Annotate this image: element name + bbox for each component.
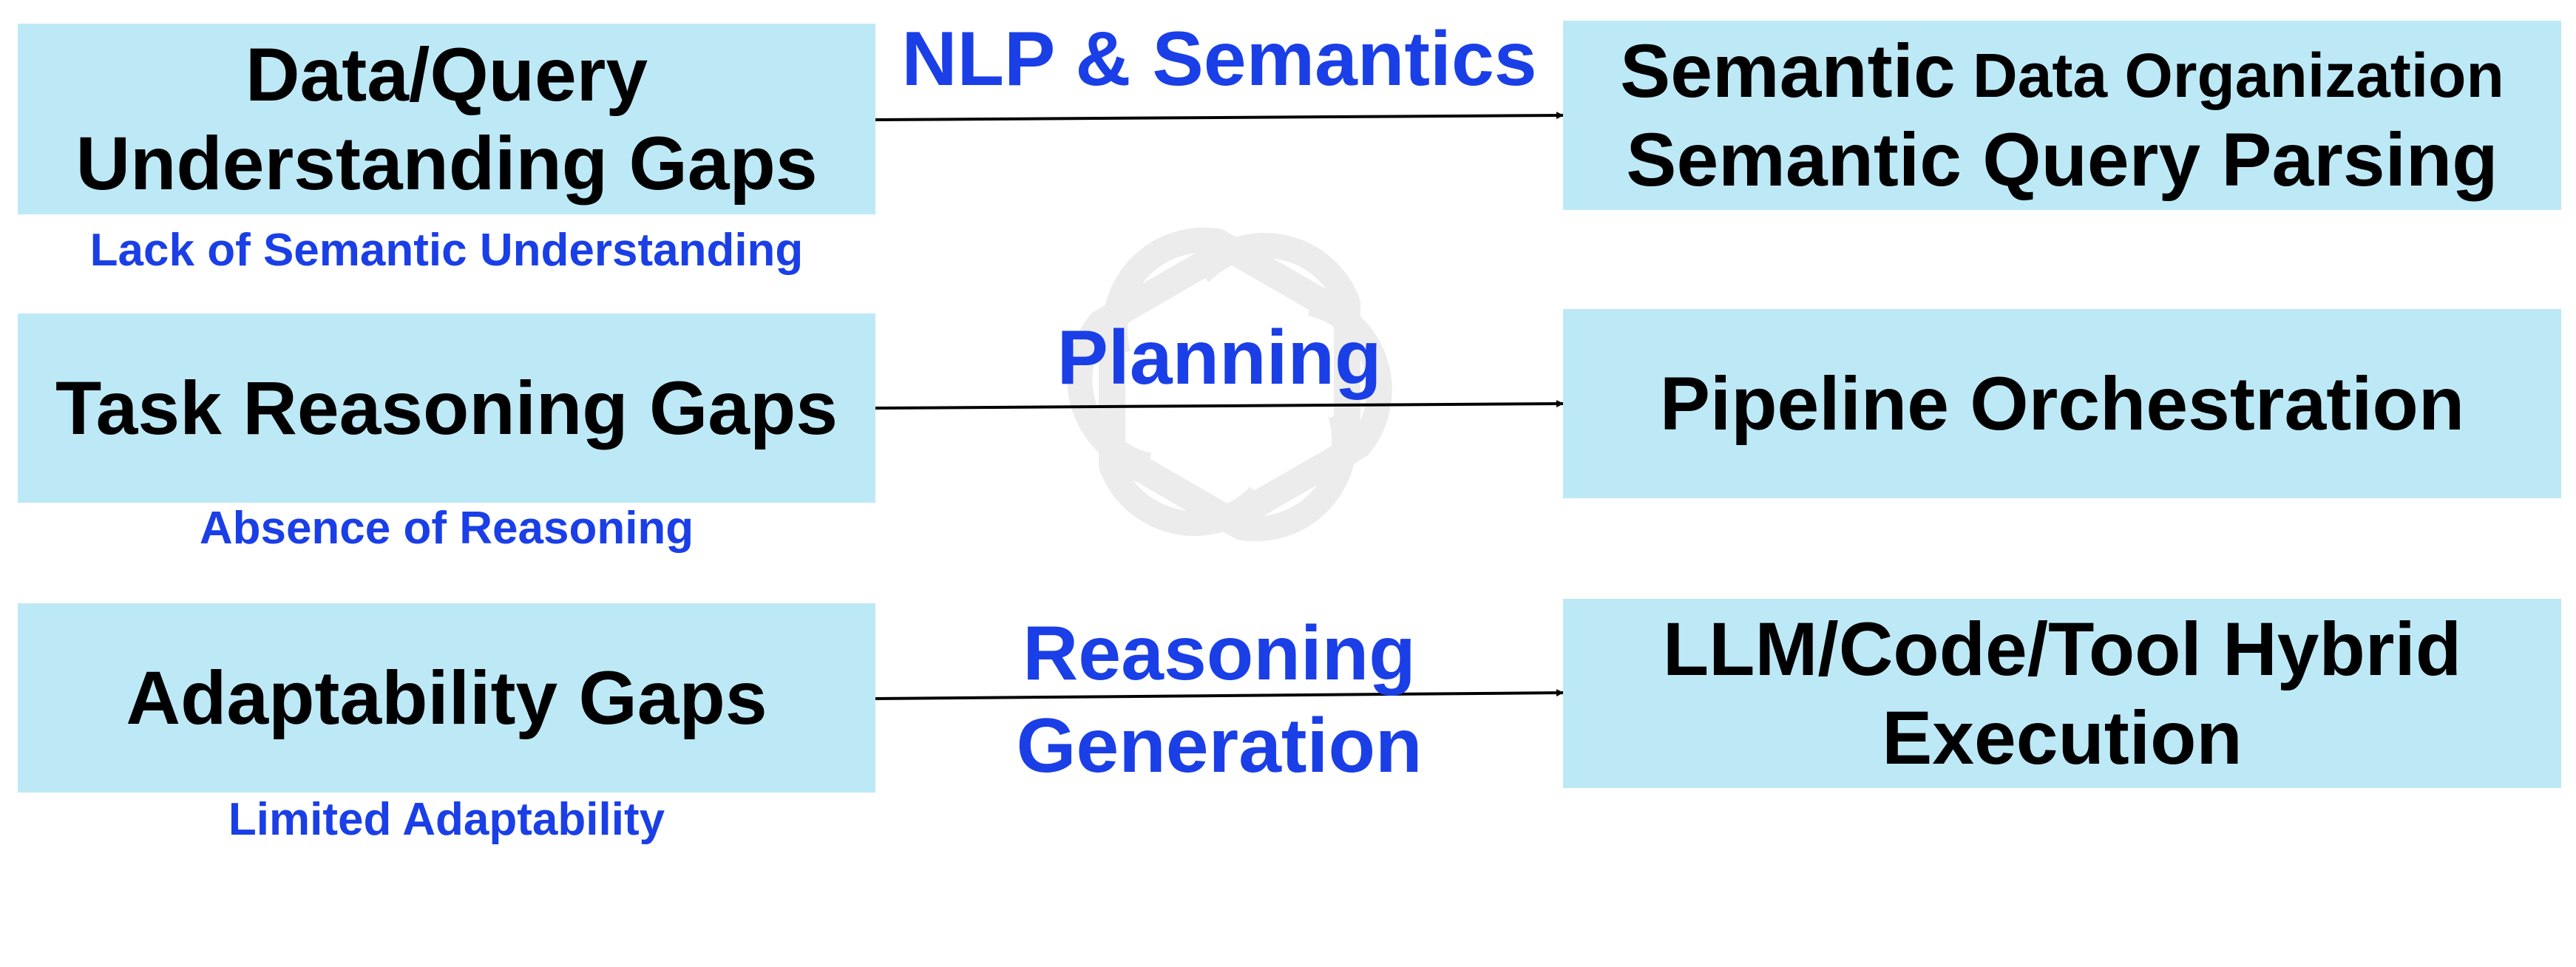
solution-box-line: Execution [1882, 696, 2243, 780]
solution-text-small: Data Organization [1955, 40, 2504, 110]
solution-box-line: Pipeline Orchestration [1659, 361, 2465, 446]
arrow-label-line: Generation [1016, 702, 1423, 789]
arrow-2 [875, 400, 1564, 410]
arrow-1 [875, 112, 1564, 121]
gap-subtitle-adaptability: Limited Adaptability [228, 794, 665, 845]
solution-box-line: LLM/Code/Tool Hybrid [1662, 606, 2462, 691]
gap-box-adaptability: Adaptability Gaps [18, 603, 875, 793]
solution-text-large: Semantic [1620, 28, 1956, 113]
gap-box-line: Understanding Gaps [75, 121, 818, 206]
solution-box-line-2: Semantic Query Parsing [1626, 118, 2498, 202]
solution-box-line-1: Semantic Data Organization [1620, 27, 2504, 115]
arrow-3 [875, 689, 1564, 700]
solution-box-semantic: Semantic Data Organization Semantic Quer… [1563, 21, 2561, 210]
gap-subtitle-reasoning: Absence of Reasoning [199, 503, 694, 554]
arrow-label-line: Planning [1057, 315, 1382, 401]
arrow-label-line: Reasoning [1023, 611, 1416, 696]
gap-box-line: Adaptability Gaps [126, 655, 767, 740]
gap-box-data-query: Data/Query Understanding Gaps [18, 24, 875, 214]
solution-box-hybrid-execution: LLM/Code/Tool Hybrid Execution [1563, 599, 2561, 788]
gap-box-line: Task Reasoning Gaps [55, 365, 838, 450]
gap-box-line: Data/Query [245, 32, 648, 117]
arrow-label-planning: Planning [875, 312, 1563, 404]
gap-box-task-reasoning: Task Reasoning Gaps [18, 313, 875, 503]
gap-subtitle-semantic: Lack of Semantic Understanding [89, 225, 804, 276]
arrow-label-nlp: NLP & Semantics [875, 13, 1563, 106]
solution-box-pipeline: Pipeline Orchestration [1563, 309, 2561, 498]
arrow-label-line: NLP & Semantics [901, 16, 1537, 102]
arrow-label-reasoning-generation: Reasoning Generation [875, 608, 1563, 793]
